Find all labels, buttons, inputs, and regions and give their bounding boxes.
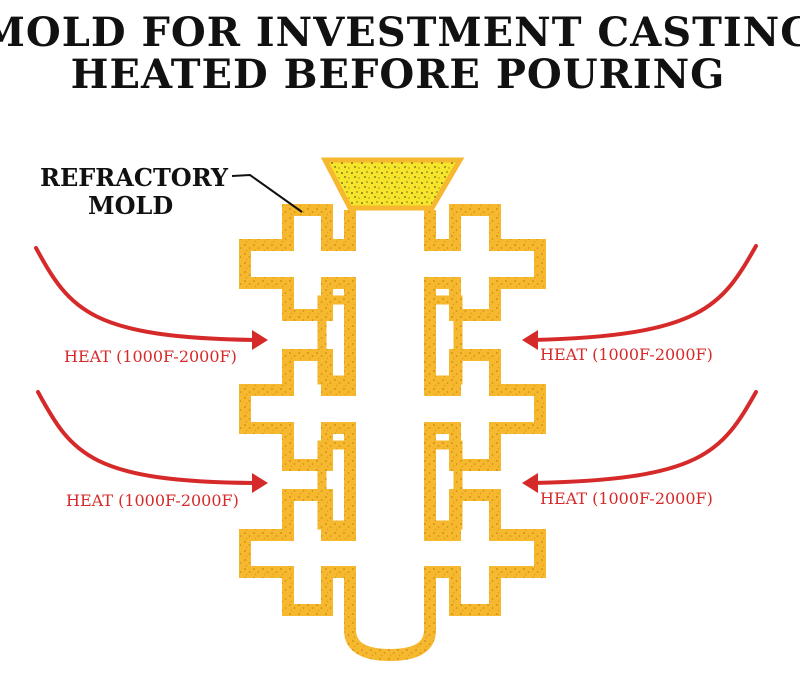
heat-arrow-lower-right <box>522 390 758 493</box>
sprue-cavity-left-wall-lower <box>317 440 355 530</box>
heat-label-lower-left: HEAT (1000F-2000F) <box>66 491 239 510</box>
callout-leader-line <box>231 173 303 213</box>
heat-arrow-lower-left <box>36 390 268 493</box>
diagram-title-line1: MOLD FOR INVESTMENT CASTING <box>0 9 800 56</box>
heat-label-upper-left: HEAT (1000F-2000F) <box>64 347 237 366</box>
sprue-cavity-right-wall-lower <box>425 440 463 530</box>
refractory-mold-label-line1: REFRACTORY <box>40 163 229 192</box>
pour-cup <box>320 157 465 211</box>
diagram-title-line2: HEATED BEFORE POURING <box>71 51 726 98</box>
sprue-cavity-right-wall <box>425 295 463 385</box>
heat-label-lower-right: HEAT (1000F-2000F) <box>540 489 713 508</box>
sprue-cavity-left-wall <box>317 295 355 385</box>
mold-shell-outer <box>239 204 546 662</box>
heat-arrow-upper-left <box>34 246 268 350</box>
refractory-mold <box>239 204 546 662</box>
heat-label-upper-right: HEAT (1000F-2000F) <box>540 345 713 364</box>
refractory-mold-label-line2: MOLD <box>88 191 173 220</box>
heat-arrow-upper-right <box>522 244 758 350</box>
